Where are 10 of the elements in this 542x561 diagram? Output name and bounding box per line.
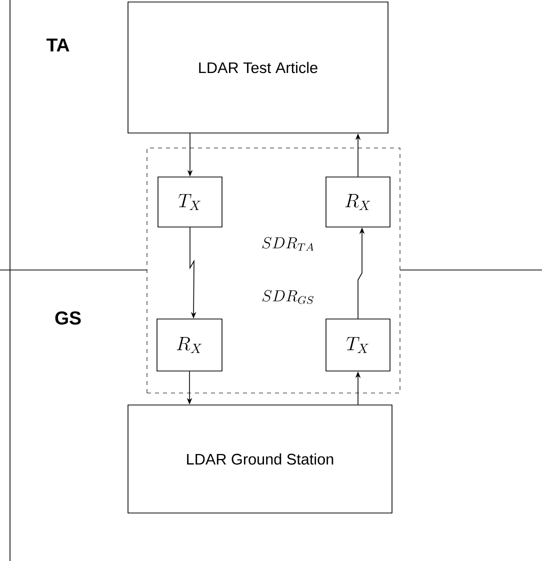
block-box: $R_X$ <box>156 318 222 372</box>
block-box: $T_X$ <box>158 176 222 228</box>
block-box: $T_X$ <box>326 318 390 372</box>
region-label: TA <box>46 38 70 52</box>
sdr-label: $SDR_{GS}$ <box>262 290 314 304</box>
sdr-label: $SDR_{TA}$ <box>262 237 314 251</box>
process-box: LDAR Test Article <box>128 2 388 134</box>
block-box: $R_X$ <box>326 176 390 228</box>
region-label: GS <box>55 311 81 325</box>
process-box: LDAR Ground Station <box>128 404 392 514</box>
